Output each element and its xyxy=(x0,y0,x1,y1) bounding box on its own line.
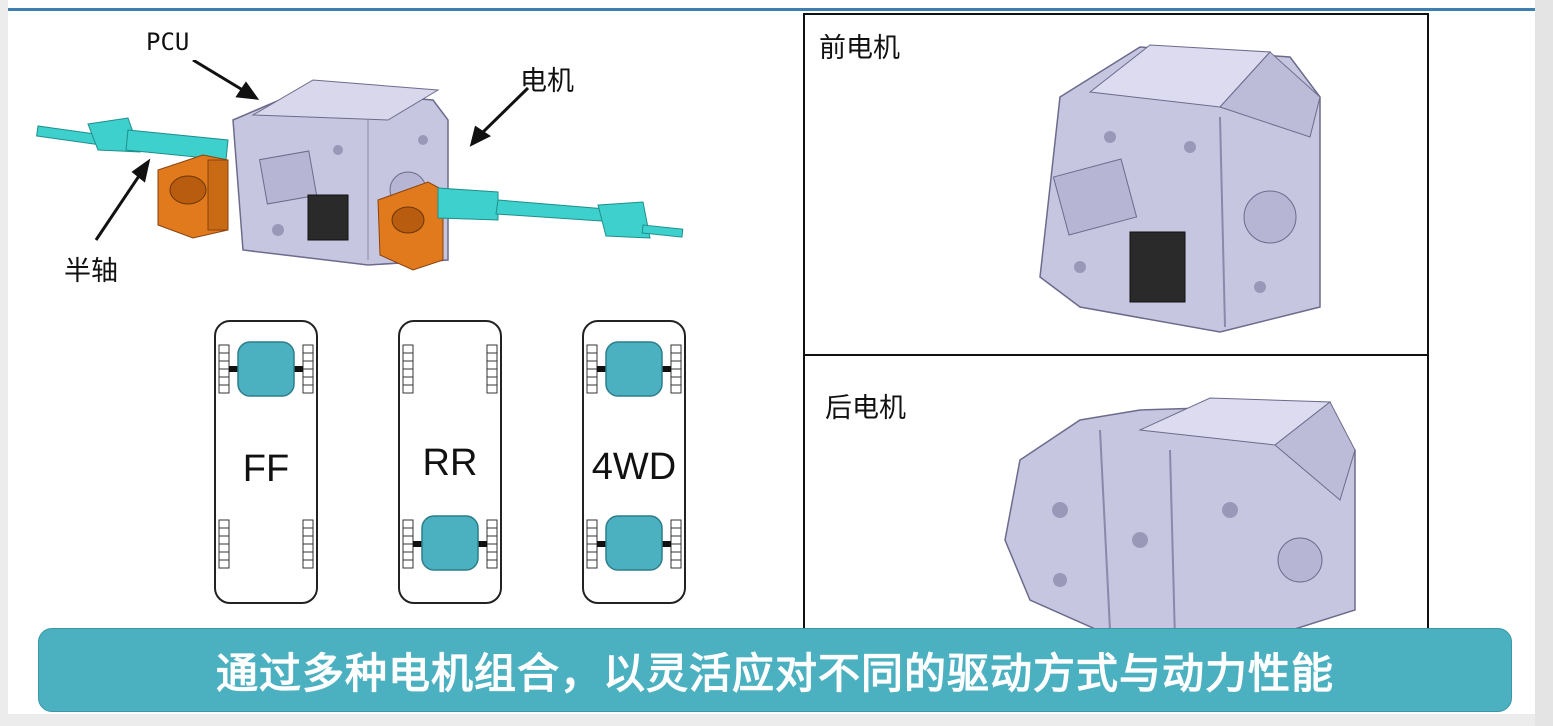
front-motor-label: 前电机 xyxy=(819,33,900,64)
car-chassis-4wd xyxy=(586,341,682,571)
motor-box-rear xyxy=(605,515,663,571)
motor-box-front xyxy=(237,341,295,397)
left-half-shaft xyxy=(36,117,229,161)
panel-divider xyxy=(805,354,1427,356)
drive-layout-ff: FF xyxy=(214,320,318,604)
rear-motor-illustration xyxy=(1004,397,1356,640)
slide: PCU 电机 半轴 FF xyxy=(8,0,1535,714)
motor-label: 电机 xyxy=(520,66,574,97)
motor-box-rear xyxy=(421,515,479,571)
motor-box-front xyxy=(605,341,663,397)
rear-motor-label: 后电机 xyxy=(825,393,906,424)
drive-unit-assembly-illustration xyxy=(36,60,684,271)
pointer-arrows xyxy=(94,60,530,241)
pcu-label: PCU xyxy=(146,28,190,56)
header-rule xyxy=(8,8,1535,11)
left-mount xyxy=(157,154,229,239)
drive-layout-label: RR xyxy=(422,442,478,484)
drive-layout-label: FF xyxy=(242,448,290,490)
drive-layout-rr: RR xyxy=(398,320,502,604)
motor-panels: 前电机 后电机 xyxy=(803,13,1429,653)
front-motor-illustration xyxy=(1039,44,1321,333)
right-mount xyxy=(377,181,444,271)
right-half-shaft xyxy=(437,187,684,239)
car-chassis-rr xyxy=(402,344,498,571)
car-chassis-ff xyxy=(218,341,314,569)
half-shaft-label: 半轴 xyxy=(64,256,118,287)
drive-layout-label: 4WD xyxy=(591,446,677,488)
drive-layout-4wd: 4WD xyxy=(582,320,686,604)
summary-banner-text: 通过多种电机组合，以灵活应对不同的驱动方式与动力性能 xyxy=(215,648,1334,698)
window-edge-strip xyxy=(1535,0,1553,726)
summary-banner: 通过多种电机组合，以灵活应对不同的驱动方式与动力性能 xyxy=(38,628,1512,712)
